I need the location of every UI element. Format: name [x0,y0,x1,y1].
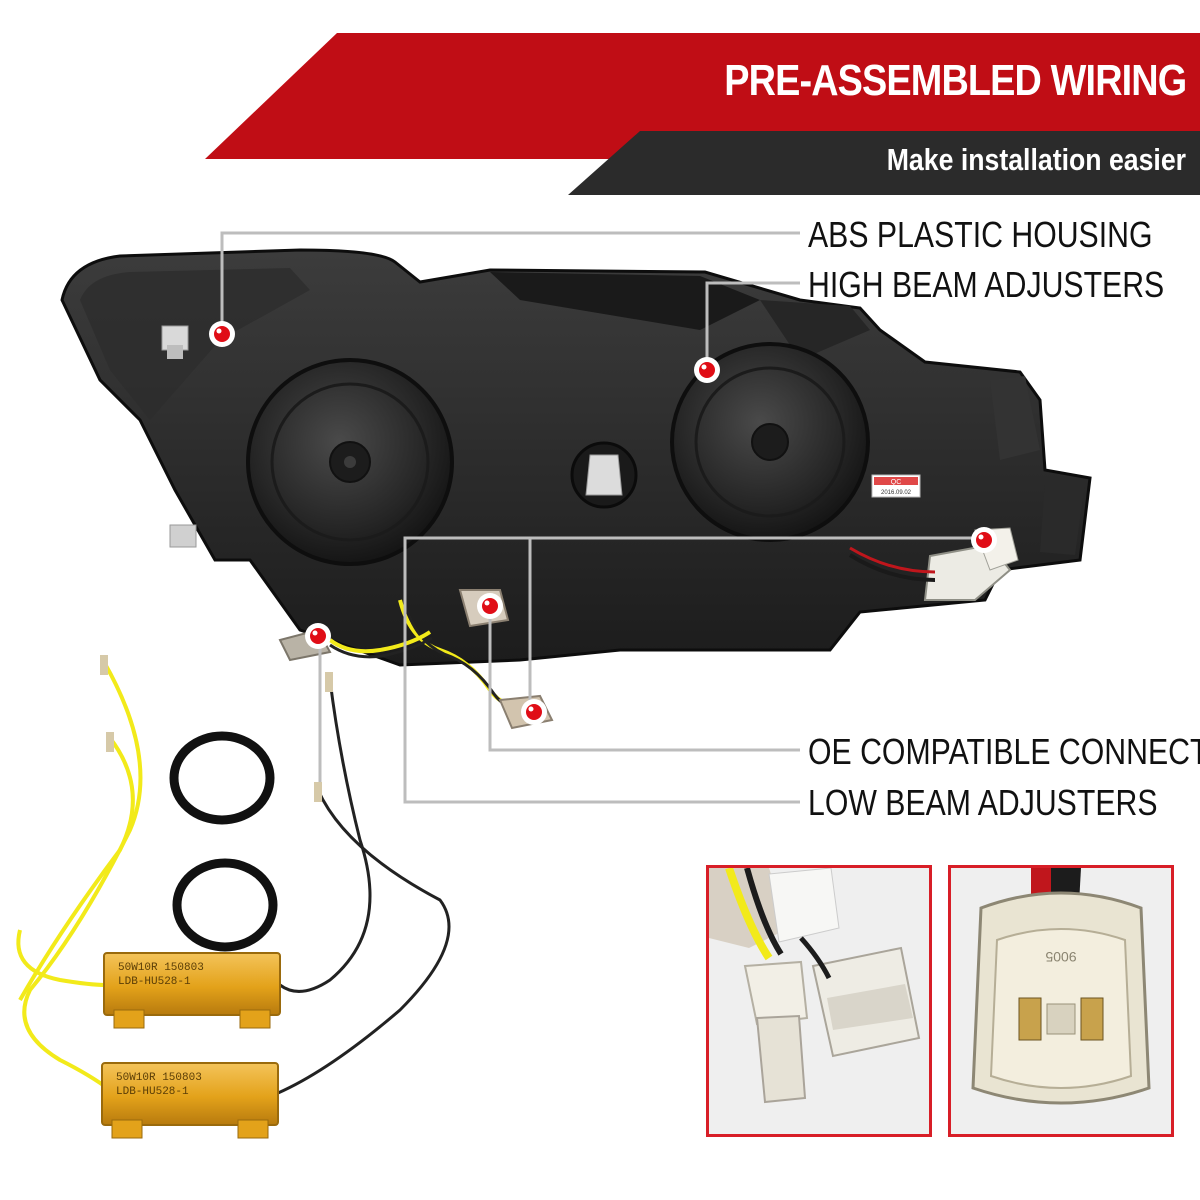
qc-sticker-label: QC [891,479,902,486]
o-ring-lower [172,858,278,952]
qc-sticker: QC 2016.09.02 [871,474,921,498]
oe-connector-plug [848,527,1019,601]
center-socket [570,441,638,509]
load-resistor-upper: 50W10R 150803 LDB-HU528-1 [103,952,281,1029]
connector-closeup: 9005 [951,868,1171,1134]
resistor-wires [16,655,451,1095]
callout-markers [209,321,997,725]
callout-dot-connector [971,527,997,553]
connector-label: 9005 [1045,949,1076,965]
callout-lines [220,231,985,804]
low-beam-cap [246,358,454,566]
left-side-adjuster [169,524,197,548]
top-left-adjuster [161,325,189,359]
qc-sticker-date: 2016.09.02 [881,490,912,496]
bulb-sockets-closeup [709,868,929,1134]
resistor-upper-text-1: 50W10R 150803 [118,962,204,974]
feature-high-beam-adjusters: HIGH BEAM ADJUSTERS [808,264,1165,305]
inset-oe-connector: 9005 [948,865,1174,1137]
high-beam-cap [670,342,870,542]
resistor-upper-text-2: LDB-HU528-1 [118,976,191,988]
load-resistor-lower: 50W10R 150803 LDB-HU528-1 [101,1062,279,1139]
callout-dot-low-beam [477,593,503,619]
resistor-lower-text-1: 50W10R 150803 [116,1072,202,1084]
callout-dot-high-beam [694,357,720,383]
banner-subtitle: Make installation easier [886,142,1186,177]
o-ring-upper [169,731,275,825]
banner-title: PRE-ASSEMBLED WIRING [723,56,1187,105]
feature-oe-connector: OE COMPATIBLE CONNECTOR [808,731,1200,772]
feature-abs-housing: ABS PLASTIC HOUSING [808,214,1153,255]
subtitle-banner [568,131,1200,195]
callout-dot-bulb-socket [521,699,547,725]
resistor-lower-text-2: LDB-HU528-1 [116,1086,189,1098]
feature-low-beam-adjusters: LOW BEAM ADJUSTERS [808,782,1158,823]
inset-bulb-sockets [706,865,932,1137]
callout-dot-housing [209,321,235,347]
callout-dot-pigtail [305,623,331,649]
